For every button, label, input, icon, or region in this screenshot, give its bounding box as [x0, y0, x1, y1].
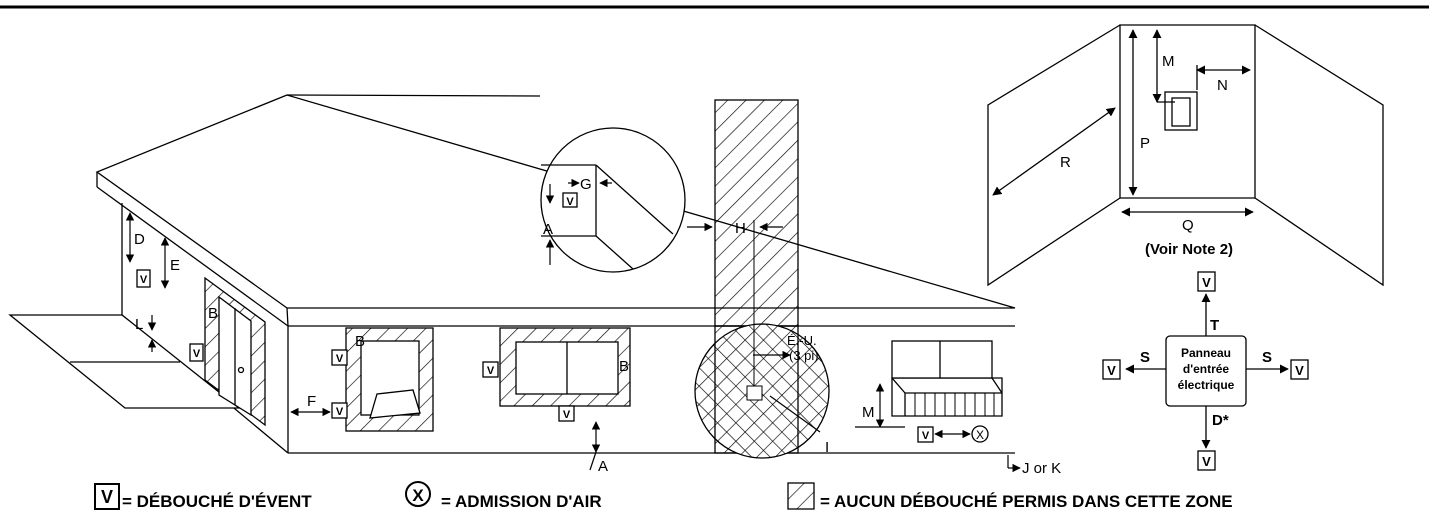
legend-zone-text: = AUCUN DÉBOUCHÉ PERMIS DANS CETTE ZONE	[820, 492, 1233, 511]
label-D-star: D*	[1212, 412, 1229, 429]
vent-mark: V	[336, 406, 344, 418]
vent-mark: V	[566, 196, 574, 208]
label-B-window2: B	[619, 358, 629, 375]
us-clearance-circle	[694, 220, 830, 459]
vent-mark: V	[487, 365, 495, 377]
detail-inset	[540, 127, 686, 273]
legend-air-text: = ADMISSION D'AIR	[441, 492, 602, 511]
label-us-line2: (3 pi)	[789, 348, 819, 363]
label-B-window1: B	[355, 333, 365, 350]
voir-note: (Voir Note 2)	[1145, 241, 1233, 258]
label-H: H	[735, 220, 746, 237]
legend-vent-symbol: V	[101, 487, 113, 507]
label-F: F	[307, 393, 316, 410]
dimension-lines	[125, 178, 1021, 473]
legend-vent-box	[94, 483, 120, 510]
vent-mark: V	[563, 409, 571, 421]
vent-mark: V	[1107, 363, 1116, 378]
label-A-inset: A	[543, 221, 553, 238]
vent-mark: V	[193, 348, 201, 360]
label-N: N	[1217, 77, 1228, 94]
label-R: R	[1060, 154, 1071, 171]
label-I: I	[825, 439, 829, 456]
legend-zone-swatch	[787, 482, 815, 510]
label-J-or-K: J or K	[1022, 460, 1061, 477]
panel-line3: électrique	[1178, 378, 1235, 392]
legend-air-circle	[405, 481, 431, 507]
corner-wall-diagram	[987, 24, 1384, 287]
panel-line2: d'entrée	[1183, 362, 1230, 376]
vent-mark: V	[140, 274, 148, 286]
label-P: P	[1140, 135, 1150, 152]
legend: V = DÉBOUCHÉ D'ÉVENT X = ADMISSION D'AIR…	[94, 481, 1233, 511]
label-S-left: S	[1140, 349, 1150, 366]
label-Q: Q	[1182, 217, 1194, 234]
panel-line1: Panneau	[1181, 346, 1231, 360]
label-T: T	[1210, 317, 1219, 334]
vent-mark: V	[1202, 454, 1211, 469]
label-us-line1: É.-U.	[787, 333, 817, 348]
vent-mark: V	[336, 353, 344, 365]
air-intake-mark: X	[976, 428, 984, 442]
legend-air-symbol: X	[412, 486, 424, 505]
label-S-right: S	[1262, 349, 1272, 366]
window-zone-1	[345, 327, 434, 432]
label-M-meter: M	[862, 404, 875, 421]
legend-vent-text: = DÉBOUCHÉ D'ÉVENT	[122, 492, 312, 511]
vent-mark: V	[1202, 275, 1211, 290]
air-intake-marker: X	[971, 425, 989, 443]
label-M-dim: M	[1162, 53, 1175, 70]
vent-mark: V	[1295, 363, 1304, 378]
window-zone-2	[499, 327, 631, 407]
vent-mark: V	[922, 430, 930, 442]
label-G: G	[580, 176, 592, 193]
label-L: L	[135, 316, 143, 333]
gas-meter	[891, 340, 1003, 417]
label-D: D	[134, 231, 145, 248]
label-E: E	[170, 257, 180, 274]
electrical-panel-diagram	[1102, 271, 1309, 471]
vent-markers	[136, 192, 934, 443]
label-A-bottom: A	[598, 458, 608, 475]
label-B-door: B	[208, 305, 218, 322]
